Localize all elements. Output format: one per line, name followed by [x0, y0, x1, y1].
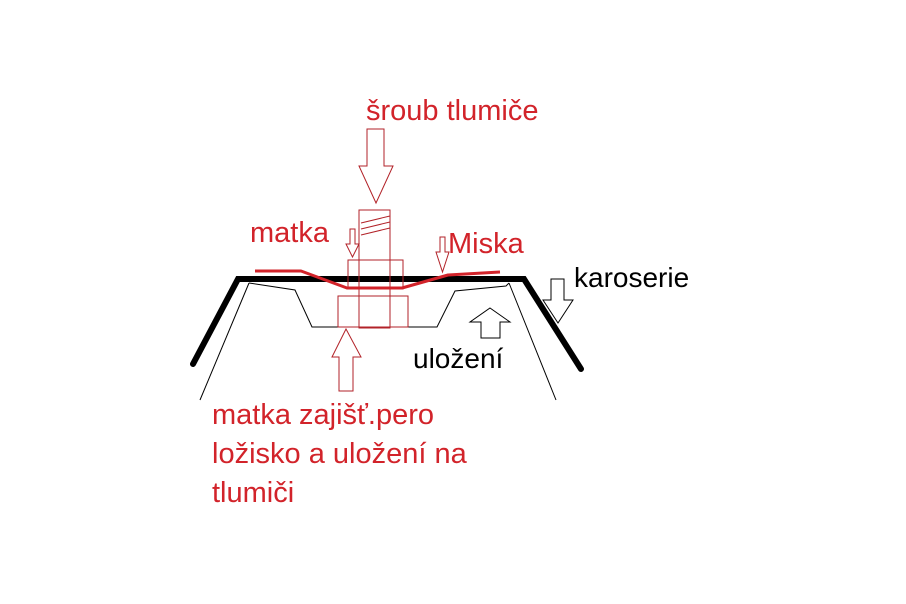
cup-line — [255, 269, 501, 290]
bolt-label: šroub tlumiče — [366, 95, 539, 127]
nut-label: matka — [250, 217, 329, 249]
bottom-label-line1: matka zajišť.pero — [212, 399, 435, 431]
cup-label: Miska — [448, 228, 524, 260]
cup-arrow-icon — [435, 236, 450, 274]
mount-label: uložení — [413, 343, 504, 374]
mount-arrow-icon — [468, 307, 512, 339]
upper-nut — [347, 259, 404, 290]
bolt-assembly — [337, 209, 409, 329]
bolt-shaft — [358, 209, 391, 329]
body-arrow-icon — [542, 278, 574, 324]
mount-outline — [199, 282, 557, 401]
bolt-arrow-icon — [358, 128, 394, 205]
bottom-label-line3: tlumiči — [212, 477, 295, 509]
body-panel-line — [190, 276, 584, 372]
lower-nut — [337, 295, 409, 328]
nut-arrow-icon — [345, 228, 360, 259]
lower-nut-arrow-icon — [331, 327, 362, 392]
bottom-label-line2: ložisko a uložení na — [212, 438, 467, 470]
body-label: karoserie — [574, 262, 690, 293]
